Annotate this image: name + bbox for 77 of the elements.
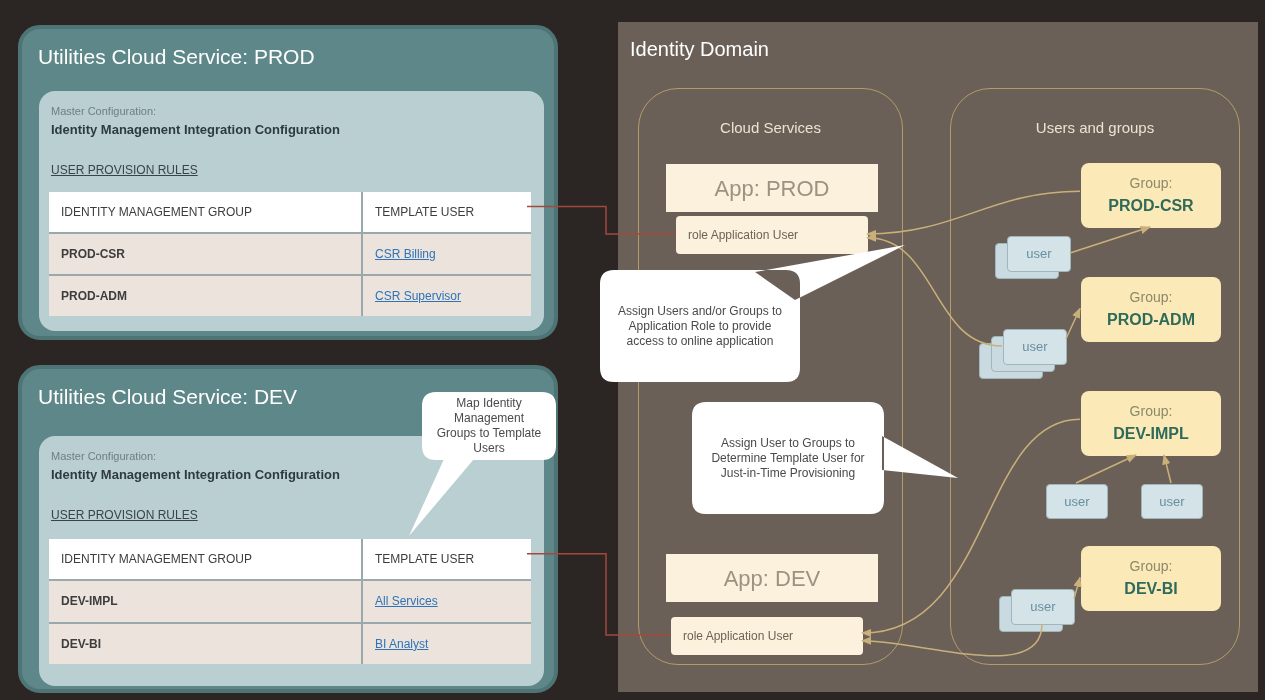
callout-text: Assign User to Groups to Determine Template User for Just-in-Time Provisioning <box>710 435 866 481</box>
link: BI Analyst <box>375 635 429 653</box>
callout-bubble <box>692 402 958 514</box>
user-card <box>1046 484 1108 519</box>
provision-table <box>49 539 531 664</box>
user-label: user <box>1064 492 1090 511</box>
user-card <box>1011 589 1075 625</box>
cell-text: TEMPLATE USER <box>375 204 475 221</box>
cell-text: PROD-ADM <box>61 288 127 305</box>
user-label: user <box>1022 338 1048 357</box>
group-name: PROD-ADM <box>1107 310 1195 330</box>
group-name: DEV-BI <box>1124 579 1178 599</box>
column-title: Cloud Services <box>720 118 821 138</box>
user-label: user <box>1159 492 1185 511</box>
arrow <box>860 418 1081 636</box>
group-column <box>950 88 1240 665</box>
callout-bubble <box>600 245 905 382</box>
arrow <box>1075 454 1137 484</box>
user-card <box>1003 329 1067 365</box>
panel-title: Utilities Cloud Service: PROD <box>38 44 315 70</box>
group-box <box>1081 163 1221 228</box>
config-name: Identity Management Integration Configuration <box>51 120 340 139</box>
role-label: role Application User <box>683 628 794 645</box>
config-label: Master Configuration: <box>51 104 158 119</box>
callout-text: Assign Users and/or Groups to Application Role to provide access to online application <box>616 303 784 349</box>
app-box <box>666 554 878 602</box>
section-heading: USER PROVISION RULES <box>51 162 199 179</box>
callout-bubble <box>409 392 556 536</box>
cell-text: IDENTITY MANAGEMENT GROUP <box>61 204 252 221</box>
link: CSR Supervisor <box>375 288 462 305</box>
config-label: Master Configuration: <box>51 449 158 464</box>
arrow <box>1162 454 1172 484</box>
config-card <box>39 91 544 331</box>
panel-title: Identity Domain <box>630 37 769 62</box>
group-label: Group: <box>1129 288 1173 307</box>
arrow <box>1065 307 1081 340</box>
group-label: Group: <box>1129 402 1173 421</box>
cell-text: PROD-CSR <box>61 246 125 263</box>
role-box <box>671 617 863 655</box>
cell-text: IDENTITY MANAGEMENT GROUP <box>61 551 252 569</box>
group-label: Group: <box>1129 174 1173 193</box>
role-label: role Application User <box>688 227 799 244</box>
link: CSR Billing <box>375 246 436 263</box>
cell-text: DEV-IMPL <box>61 593 118 611</box>
arrow <box>865 234 1003 347</box>
user-card <box>1141 484 1203 519</box>
service-panel <box>18 25 558 340</box>
group-name: PROD-CSR <box>1108 196 1194 216</box>
group-name: DEV-IMPL <box>1113 424 1189 444</box>
app-label: App: DEV <box>723 564 821 593</box>
user-card <box>1007 236 1071 272</box>
service-panel <box>18 365 558 693</box>
app-box <box>666 164 878 212</box>
role-box <box>676 216 868 254</box>
group-box <box>1081 391 1221 456</box>
provision-table <box>49 192 531 316</box>
arrow <box>860 623 1043 657</box>
user-label: user <box>1030 598 1056 617</box>
section-heading: USER PROVISION RULES <box>51 507 199 524</box>
user-label: user <box>1026 245 1052 264</box>
link: All Services <box>375 593 438 611</box>
callout-text: Map Identity Management Groups to Template Users <box>435 396 543 456</box>
cell-text: DEV-BI <box>61 635 101 653</box>
panel-title: Utilities Cloud Service: DEV <box>38 384 298 410</box>
group-box <box>1081 546 1221 611</box>
arrow <box>1073 576 1082 600</box>
arrow <box>1069 225 1151 254</box>
column-title: Users and groups <box>1035 118 1155 138</box>
connector-line <box>526 205 676 235</box>
config-name: Identity Management Integration Configuration <box>51 465 340 484</box>
cell-text: TEMPLATE USER <box>375 551 475 569</box>
group-label: Group: <box>1129 557 1173 576</box>
connector-line <box>526 553 671 636</box>
arrow <box>865 190 1081 238</box>
domain-panel <box>618 22 1258 692</box>
app-label: App: PROD <box>714 174 830 203</box>
group-box <box>1081 277 1221 342</box>
